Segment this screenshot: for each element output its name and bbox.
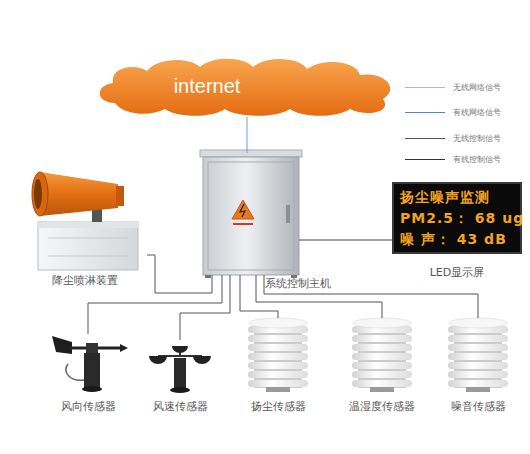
control-host: 系统控制主机 [203,153,299,275]
legend-text: 有线控制信号 [453,155,501,164]
internet-cloud: internet [95,55,400,117]
temp-shelter-art [352,318,412,392]
connector-wire [256,275,382,318]
legend-line-sample [405,159,445,160]
legend-row: 无线网络信号 [405,81,501,93]
node-text: 风向传感器 [19,400,157,414]
sensor-unit: 温湿度传感器 [337,318,427,414]
led-display: 扬尘噪声监测PM2.5： 68 ug噪 声： 43 dBLED显示屏 [392,182,522,254]
sensor-unit: 风向传感器 [43,334,133,414]
legend-text: 无线网络信号 [453,83,501,92]
legend-line-sample [405,138,445,139]
node-text: PM2.5： 68 ug [394,208,520,229]
noise-shelter-art [448,318,508,392]
legend-row: 无线控制信号 [405,132,501,144]
dust-shelter-art [248,318,308,392]
node-text: 温湿度传感器 [313,400,451,414]
connector-wire [147,255,212,293]
sensor-unit: 扬尘传感器 [233,318,323,414]
spray-cannon-art [32,172,138,270]
connector-wire [247,117,248,153]
connector-wire [299,240,392,241]
legend-text: 有线网络信号 [453,108,501,117]
spray-device: 降尘喷淋装置 [22,168,147,288]
legend-row: 有线控制信号 [405,153,501,165]
legend-text: 无线控制信号 [453,134,501,143]
node-text: LED显示屏 [384,266,530,280]
node-text: 噪 声： 43 dB [394,229,520,250]
sensor-unit: 噪音传感器 [433,318,523,414]
node-text: 系统控制主机 [265,277,331,291]
cloud-outline [100,59,391,116]
legend-line-sample [405,87,445,88]
cloud-shape [95,55,400,117]
anemometer-art [149,346,211,393]
node-text: internet [174,75,241,98]
legend-line-sample [405,112,445,113]
node-text: 扬尘传感器 [209,400,347,414]
legend-row: 有线网络信号 [405,106,501,118]
connector-wire [180,275,230,340]
node-text: 噪音传感器 [409,400,530,414]
cabinet-art [200,150,302,278]
connector-wire [264,275,478,318]
node-text: 扬尘噪声监测 [394,187,520,208]
wind-vane-art [52,336,128,392]
sensor-unit: 风速传感器 [135,340,225,414]
node-text: 风速传感器 [111,400,249,414]
node-text: 降尘喷淋装置 [0,274,171,288]
